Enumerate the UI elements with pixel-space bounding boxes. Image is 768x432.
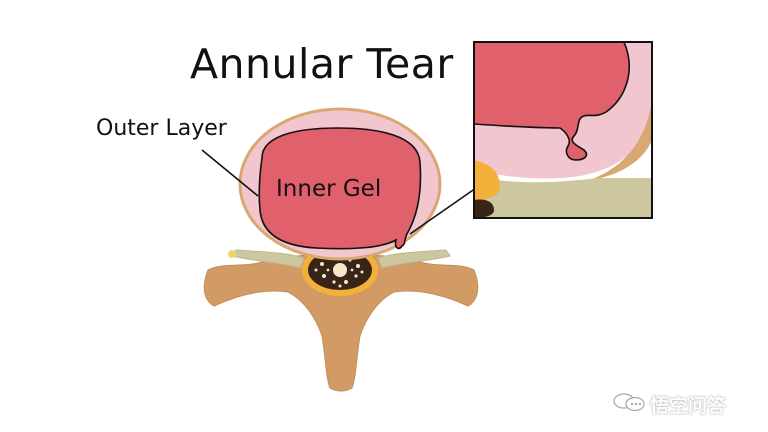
tear-pointer [409,187,477,235]
tear-zoom-inset [473,41,653,219]
ligament-band [231,249,305,269]
inset-canal-edge [474,160,500,200]
inset-ligament [474,176,652,218]
spinal-cord-center [333,263,347,277]
inset-outer-rim [590,100,652,180]
ligament-band-right [377,249,451,269]
outer-layer-label: Outer Layer [96,116,227,141]
chat-bubbles-icon [612,390,646,419]
vertebra-bone [203,254,479,392]
diagram-title: Annular Tear [190,40,454,88]
disc-inner-gel [258,127,422,250]
watermark-text: 悟空问答 [650,395,727,417]
inner-gel-label: Inner Gel [276,176,382,202]
inset-cord-edge [474,199,494,218]
watermark: 悟空问答 [612,390,726,419]
outer-layer-pointer [201,149,259,197]
inset-inner-gel [474,42,630,161]
ligament-tip [228,250,236,258]
